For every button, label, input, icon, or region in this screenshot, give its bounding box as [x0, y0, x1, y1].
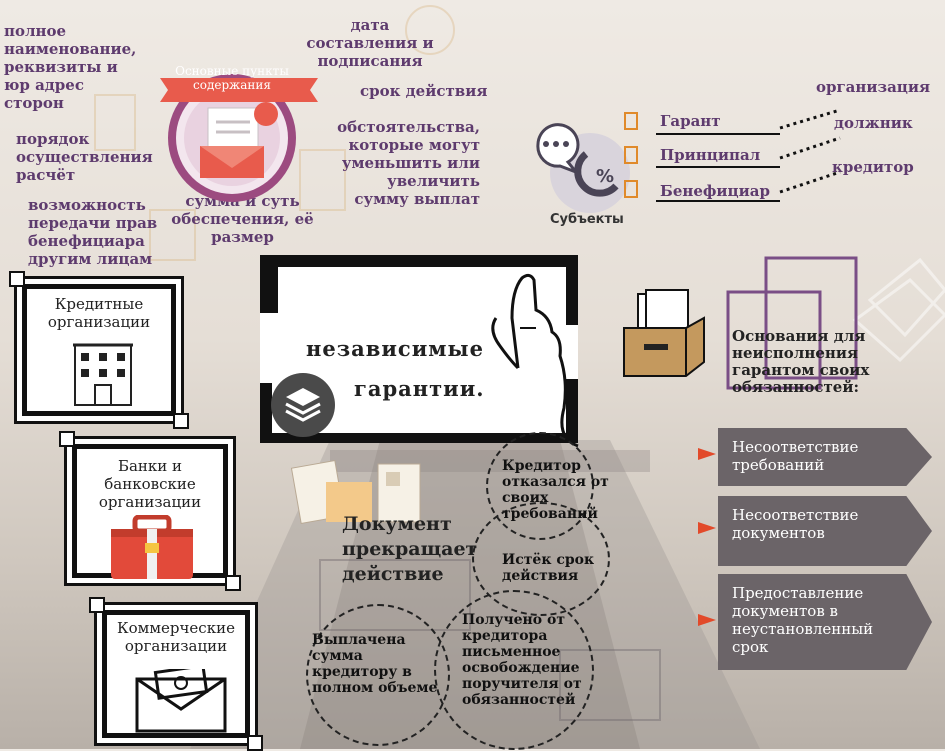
- reason-text: Истёк срок действия: [502, 552, 595, 584]
- org-commercial: Коммерческие организации: [89, 597, 263, 751]
- flag-icon: [698, 448, 716, 460]
- role-debtor: должник: [834, 114, 913, 132]
- refusal-title: Основания для неисполнения гарантом свои…: [732, 327, 870, 396]
- subject-underline: [656, 200, 780, 202]
- documents-icon: [290, 460, 421, 524]
- subject-beneficiary: Бенефициар: [660, 182, 770, 200]
- main-title-line1: независимые: [306, 336, 484, 361]
- layers-icon: [271, 373, 335, 437]
- note-date: дата составления и подписания: [306, 16, 434, 70]
- reason-text: Выплачена сумма кредитору в полном объем…: [312, 632, 438, 696]
- subject-principal: Принципал: [660, 146, 761, 164]
- file-box-icon: [623, 289, 705, 377]
- refusal-item-text: Несоответствие требований: [732, 438, 859, 474]
- note-term: срок действия: [360, 82, 488, 100]
- refusal-item-text: Предоставление документов в неустановлен…: [732, 584, 874, 656]
- main-title-line2: гарантии.: [354, 376, 485, 401]
- subject-underline: [656, 166, 780, 168]
- envelope-money-icon: [135, 669, 227, 733]
- note-circumstances: обстоятельства, которые могут уменьшить …: [337, 118, 480, 208]
- subject-guarantor: Гарант: [660, 112, 721, 130]
- note-full-name: полное наименование, реквизиты и юр адре…: [4, 22, 137, 112]
- flag-icon: [698, 614, 716, 626]
- role-creditor: кредитор: [832, 158, 914, 176]
- contents-badge-icon: [160, 74, 318, 202]
- role-organization: организация: [816, 78, 931, 96]
- subject-underline: [656, 133, 780, 135]
- org-commercial-label: Коммерческие организации: [117, 619, 235, 655]
- building-icon: [73, 343, 133, 406]
- note-transfer: возможность передачи прав бенефициара др…: [28, 196, 158, 268]
- refusal-item-text: Несоответствие документов: [732, 506, 859, 542]
- note-settlement: порядок осуществления расчёт: [16, 130, 153, 184]
- badge-label: Основные пункты содержания: [175, 64, 289, 92]
- subjects-icon: %: [536, 123, 630, 213]
- reason-text: Получено от кредитора письменное освобож…: [462, 612, 582, 708]
- org-banks-label: Банки и банковские организации: [98, 457, 202, 511]
- org-credit-label: Кредитные организации: [47, 295, 151, 331]
- note-amount: сумма и суть обеспечения, её размер: [171, 192, 314, 246]
- refusal-item: Предоставление документов в неустановлен…: [718, 574, 932, 670]
- org-credit: Кредитные организации: [9, 271, 189, 429]
- pointing-hand-icon: [491, 273, 579, 448]
- flag-icon: [698, 522, 716, 534]
- svg-text:%: %: [596, 166, 614, 187]
- refusal-item: Несоответствие документов: [718, 496, 932, 566]
- ribbon-icon: [624, 180, 638, 198]
- ribbon-icon: [624, 112, 638, 130]
- purple-frames: [726, 256, 858, 390]
- briefcase-icon: [111, 515, 193, 579]
- refusal-item: Несоответствие требований: [718, 428, 932, 486]
- org-banks: Банки и банковские организации: [59, 431, 241, 591]
- subjects-title: Субъекты: [550, 212, 624, 227]
- ribbon-icon: [624, 146, 638, 164]
- termination-title: Документ прекращает действие: [342, 513, 478, 585]
- reason-text: Кредитор отказался от своих требований: [502, 458, 609, 522]
